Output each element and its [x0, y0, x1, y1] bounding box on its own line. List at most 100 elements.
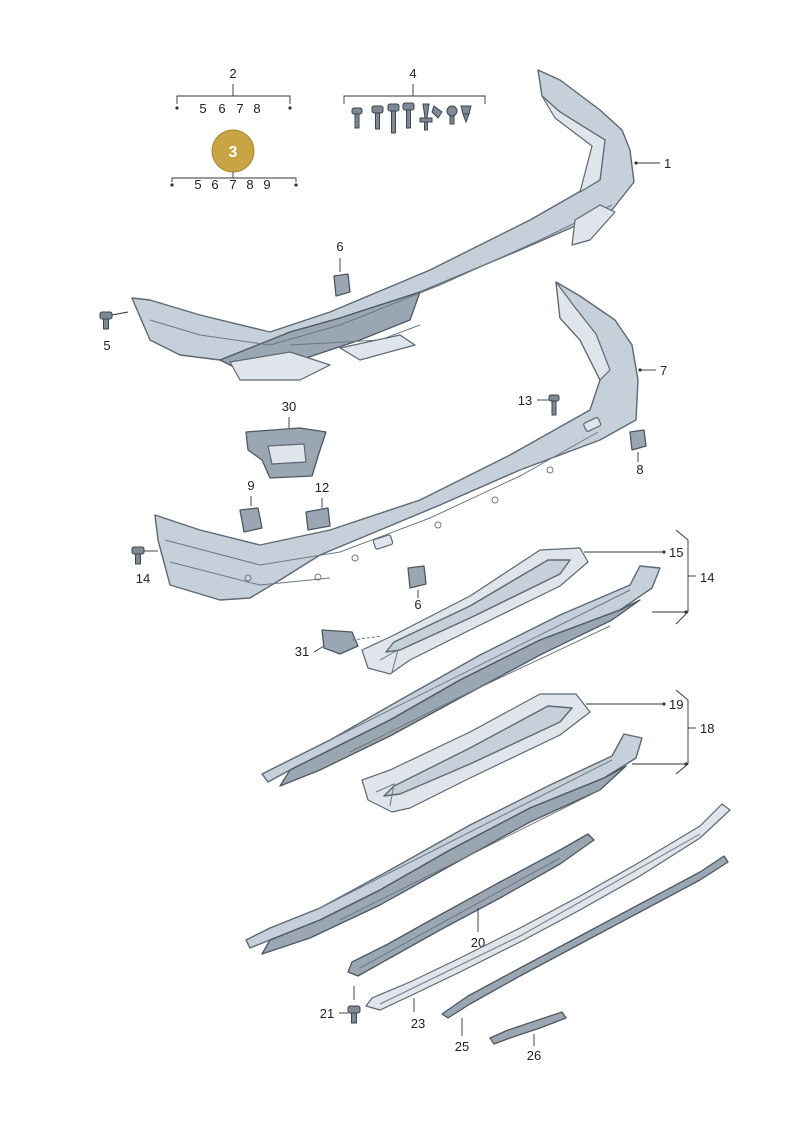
diffuser-frame-lower: 19	[361, 693, 683, 813]
group-bracket-18: 14	[652, 529, 714, 625]
callout-7: 8	[636, 462, 643, 477]
screw-shank	[103, 318, 109, 330]
group-2-member: 7	[236, 101, 243, 116]
leader-12	[111, 311, 129, 316]
screw-15: 13	[518, 393, 560, 416]
bracket-31: 31	[295, 629, 383, 659]
callout-1: 1	[664, 156, 671, 171]
bracket-dot	[170, 183, 174, 187]
bracket-icon	[321, 629, 359, 655]
callout-13: 6	[336, 239, 343, 254]
diffuser-lower	[245, 733, 643, 955]
group-2-member: 5	[199, 101, 206, 116]
callout-8: 12	[315, 480, 329, 495]
bracket-dot	[294, 183, 298, 187]
bracket-30: 30	[245, 399, 327, 479]
callout-31: 31	[295, 644, 309, 659]
bracket-3-left	[171, 172, 234, 182]
screw-icon	[351, 107, 363, 129]
callout-23: 21	[320, 1006, 334, 1021]
bracket-2-left	[176, 84, 234, 104]
screw-icon	[402, 102, 415, 129]
callout-25: 23	[411, 1016, 425, 1031]
leader-dot	[684, 762, 688, 766]
callout-15: 13	[518, 393, 532, 408]
clip-icon	[446, 105, 458, 125]
leader-dot	[662, 550, 666, 554]
callout-6: 6	[414, 597, 421, 612]
callout-5: 7	[660, 363, 667, 378]
screw-icon	[99, 311, 113, 320]
clip-icon	[431, 105, 443, 119]
group-3-member: 8	[246, 177, 253, 192]
group-3-member: 6	[211, 177, 218, 192]
clip-icon	[333, 273, 351, 297]
fastener-kit-4: 4	[343, 66, 486, 134]
group-2-member: 8	[253, 101, 260, 116]
leader-dot	[684, 610, 688, 614]
bracket-icon	[407, 565, 427, 589]
screw-14: 14 14	[131, 546, 158, 586]
bumper-cover-upper: 1	[131, 69, 671, 381]
bracket-dot	[175, 106, 179, 110]
group-3-member: 5	[194, 177, 201, 192]
group-3-legend: 3 5 6 7 8 9	[170, 129, 298, 192]
screw-shank	[351, 1012, 357, 1024]
bracket-icon	[629, 429, 647, 451]
callout-30: 30	[282, 399, 296, 414]
trim-strip-25: 23	[365, 803, 731, 1031]
bracket-6: 6 6 6 7 7 6 7	[407, 565, 427, 612]
clip-13: 6	[333, 239, 351, 297]
screw-icon	[347, 1005, 361, 1014]
callout-22: 20	[471, 935, 485, 950]
callout-27: 26	[527, 1048, 541, 1063]
leader-dot	[662, 702, 666, 706]
screw-23: 21	[320, 986, 361, 1024]
screw-icon	[387, 103, 400, 134]
bracket-2-right	[233, 95, 291, 104]
group-3-member: 9	[263, 177, 270, 192]
callout-4: 4	[409, 66, 416, 81]
trim-strip-27: 26	[489, 1011, 567, 1063]
screw-icon	[548, 394, 560, 402]
group-2-legend: 2 5 6 7 8	[175, 66, 292, 116]
callout-18: 14	[700, 570, 714, 585]
clip-icon	[460, 105, 472, 124]
bracket-4-right	[413, 95, 486, 104]
callout-19: 15	[669, 545, 683, 560]
diffuser-frame-upper: 15	[361, 545, 683, 675]
clip-icon	[305, 507, 331, 531]
callout-26: 25	[455, 1039, 469, 1054]
callout-9: 9	[247, 478, 254, 493]
clip-9: 9	[239, 478, 263, 533]
bumper-cover-lower: 7	[154, 281, 667, 601]
screw-icon	[371, 105, 384, 130]
badge-number: 3	[229, 144, 238, 161]
leader-31	[313, 645, 325, 653]
group-bracket-20: 18	[632, 689, 714, 775]
callout-20: 18	[700, 721, 714, 736]
leader-dot	[638, 368, 642, 372]
screw-12: 5	[99, 311, 129, 353]
screw-icon	[131, 546, 145, 555]
group-3-member: 7	[229, 177, 236, 192]
bracket-20	[675, 689, 689, 775]
bracket-3-right	[233, 177, 297, 182]
bracket-4-left	[343, 84, 414, 104]
rivet-icon	[419, 103, 433, 131]
callout-21: 19	[669, 697, 683, 712]
clip-icon	[239, 507, 263, 533]
callout-12: 5	[103, 338, 110, 353]
diffuser-upper	[261, 565, 661, 787]
trim-strip-26: 25	[441, 855, 729, 1054]
screw-shank	[551, 400, 557, 416]
bracket-7: 8	[629, 429, 647, 477]
callout-14: 14	[136, 571, 150, 586]
callout-2: 2	[229, 66, 236, 81]
group-2-member: 6	[218, 101, 225, 116]
clip-8: 12	[305, 480, 331, 531]
leader-dot	[634, 161, 638, 165]
screw-shank	[135, 553, 141, 565]
trim-strip-22: 20	[347, 833, 595, 977]
